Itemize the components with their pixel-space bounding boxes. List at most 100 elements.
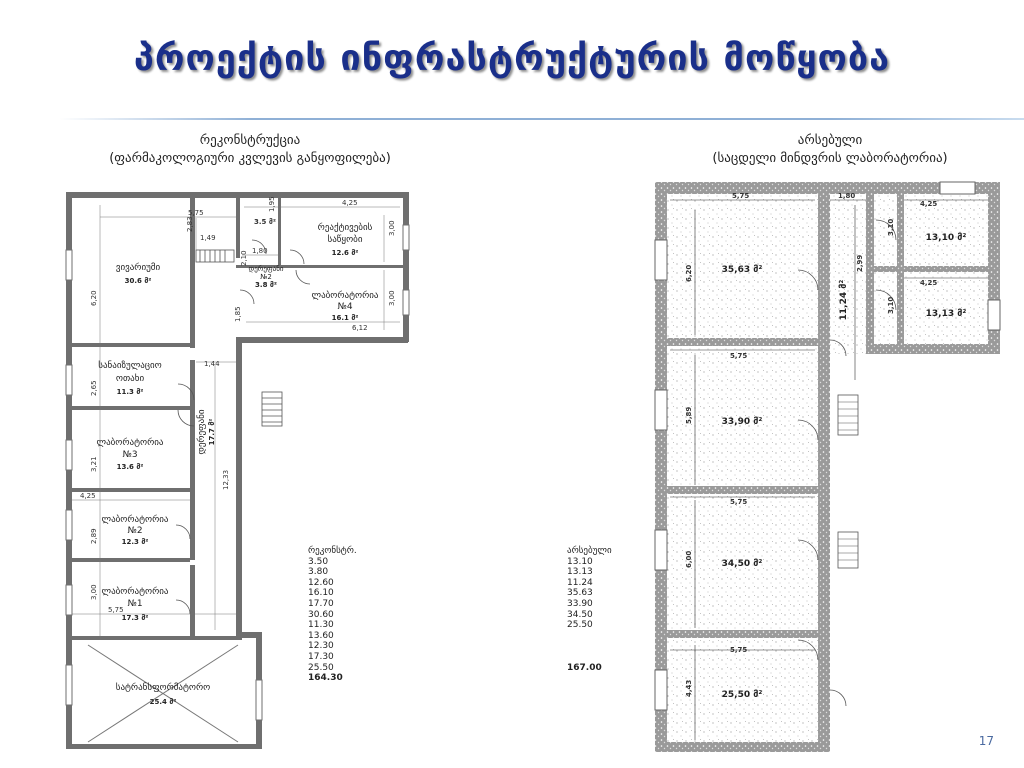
dim-text: 2,10 xyxy=(240,250,248,266)
list-item: 12.60 xyxy=(308,577,334,588)
corridor2-area: 3.8 მ² xyxy=(255,281,277,289)
right-area-list: არსებული 13.10 13.13 11.24 35.63 33.90 3… xyxy=(567,546,612,673)
corridor-area: 17.7 მ² xyxy=(208,419,216,446)
room-area: 35,63 მ² xyxy=(722,265,763,275)
right-caption-line2: (საცდელი მინდვრის ლაბორატორია) xyxy=(712,151,948,166)
dim-text: 6,12 xyxy=(352,324,368,332)
list-item: 3.80 xyxy=(308,567,329,578)
left-caption-line2: (ფარმაკოლოგიური კვლევის განყოფილება) xyxy=(109,151,391,166)
list-item: 34.50 xyxy=(567,609,593,620)
dim-text: 1,80 xyxy=(838,192,855,200)
dim-text: 5,75 xyxy=(730,498,747,506)
dim-text: 4,25 xyxy=(80,492,96,500)
dim-text: 4,43 xyxy=(685,680,693,697)
reagents-name2: საწყობი xyxy=(328,234,363,245)
dim-text: 5,75 xyxy=(730,352,747,360)
dim-text: 2,83 xyxy=(186,216,194,232)
list-item: 16.10 xyxy=(308,588,334,599)
list-item: 17.30 xyxy=(308,651,334,662)
room-area: 11,24 მ² xyxy=(839,280,849,321)
list-item: 11.24 xyxy=(567,577,593,588)
transformer-area: 25.4 მ² xyxy=(150,698,177,706)
list-item: 13.10 xyxy=(567,556,593,567)
right-caption-line1: არსებული xyxy=(797,133,863,148)
list-item: 11.30 xyxy=(308,620,334,631)
dim-text: 4,25 xyxy=(342,199,358,207)
dim-text: 3,10 xyxy=(887,297,895,314)
reagents-name1: რეაქტივების xyxy=(318,222,373,233)
lab2-area: 12.3 მ² xyxy=(122,538,149,546)
list-item: 35.63 xyxy=(567,588,593,599)
dim-text: 3,00 xyxy=(388,220,396,236)
left-list-total: 164.30 xyxy=(308,673,343,684)
dim-text: 1,85 xyxy=(234,306,242,322)
dim-text: 3,21 xyxy=(90,456,98,472)
dim-text: 3,10 xyxy=(887,219,895,236)
dim-text: 5,75 xyxy=(730,646,747,654)
lab4-name1: ლაბორატორია xyxy=(312,290,379,301)
dim-text: 5,75 xyxy=(188,209,204,217)
list-item: 30.60 xyxy=(308,609,334,620)
dim-text: 2,65 xyxy=(90,380,98,396)
corridor-name: დერეფანი xyxy=(196,409,207,454)
dim-text: 3.5 მ² xyxy=(254,218,276,226)
transformer-name: სატრანსფორმატორო xyxy=(116,682,210,693)
reagents-area: 12.6 მ² xyxy=(332,249,359,257)
room-area: 34,50 მ² xyxy=(722,559,763,569)
dim-text: 4,25 xyxy=(920,200,937,208)
dim-text: 6,00 xyxy=(685,551,693,568)
dim-text: 12,33 xyxy=(222,470,230,490)
sanitation-name1: სანაიზულაციო xyxy=(98,360,161,371)
list-item: 3.50 xyxy=(308,556,329,567)
lab4-area: 16.1 მ² xyxy=(332,314,359,322)
dim-text: 2,89 xyxy=(90,528,98,544)
list-item: 13.60 xyxy=(308,630,334,641)
list-item: 17.70 xyxy=(308,598,334,609)
left-list-header: რეკონსტრ. xyxy=(308,546,357,556)
list-item: 13.13 xyxy=(567,567,593,578)
corridor2-name1: დერეფანი xyxy=(248,264,283,273)
left-caption: რეკონსტრუქცია (ფარმაკოლოგიური კვლევის გა… xyxy=(40,132,460,168)
sanitation-area: 11.3 მ² xyxy=(117,388,144,396)
lab1-name1: ლაბორატორია xyxy=(102,586,169,597)
dim-text: 3,00 xyxy=(388,290,396,306)
dim-text: 5,75 xyxy=(732,192,749,200)
list-item: 25.50 xyxy=(308,662,334,673)
dim-text: 4,25 xyxy=(920,279,937,287)
corridor2-name2: №2 xyxy=(260,273,272,281)
right-list-total: 167.00 xyxy=(567,662,602,673)
lab4-name2: №4 xyxy=(337,302,352,312)
sanitation-name2: ოთახი xyxy=(116,373,145,384)
lab3-name1: ლაბორატორია xyxy=(97,437,164,448)
dim-text: 5,75 xyxy=(108,606,124,614)
left-area-list: რეკონსტრ. 3.50 3.80 12.60 16.10 17.70 30… xyxy=(308,546,357,684)
list-item: 25.50 xyxy=(567,620,593,631)
slide-title: პროექტის ინფრასტრუქტურის მოწყობა xyxy=(133,38,891,79)
lab2-name2: №2 xyxy=(127,526,142,536)
room-area: 33,90 მ² xyxy=(722,417,763,427)
room-area: 13,10 მ² xyxy=(926,233,967,243)
left-floor-plan: ვივარიუმი 30.6 მ² რეაქტივების საწყობი 12… xyxy=(65,192,410,749)
dim-text: 1,44 xyxy=(204,360,220,368)
dim-text: 1,95 xyxy=(268,196,276,212)
page-number: 17 xyxy=(978,734,994,748)
lab3-area: 13.6 მ² xyxy=(117,463,144,471)
lab2-name1: ლაბორატორია xyxy=(102,514,169,525)
left-caption-line1: რეკონსტრუქცია xyxy=(199,133,301,148)
dim-text: 1,49 xyxy=(200,234,216,242)
lab1-area: 17.3 მ² xyxy=(122,614,149,622)
lab3-name2: №3 xyxy=(122,450,137,460)
dim-text: 1,80 xyxy=(252,247,268,255)
list-item: 12.30 xyxy=(308,641,334,652)
right-floor-plan: 35,63 მ² 33,90 მ² 34,50 მ² 25,50 მ² 13,1… xyxy=(654,181,1001,752)
right-list-header: არსებული xyxy=(567,546,612,556)
dim-text: 3,00 xyxy=(90,584,98,600)
title-rule xyxy=(60,118,1024,120)
room-area: 25,50 მ² xyxy=(722,690,763,700)
vivarium-name: ვივარიუმი xyxy=(116,262,161,273)
right-caption: არსებული (საცდელი მინდვრის ლაბორატორია) xyxy=(620,132,1024,168)
room-area: 13,13 მ² xyxy=(926,309,967,319)
dim-text: 6,20 xyxy=(685,265,693,282)
dim-text: 5,89 xyxy=(685,407,693,424)
